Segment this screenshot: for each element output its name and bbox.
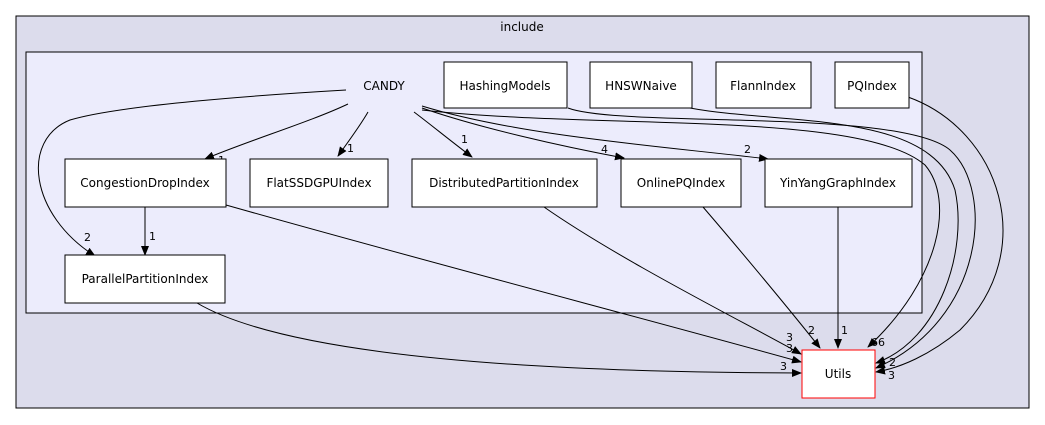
svg-text:Utils: Utils — [825, 367, 851, 381]
edge-congestion-utils — [225, 204, 802, 364]
edge-candy-yinyang — [421, 105, 769, 162]
node-online-pq-index[interactable]: OnlinePQIndex — [620, 158, 742, 208]
candy-cluster-label[interactable]: CANDY — [363, 79, 405, 93]
node-yinyang-graph-index[interactable]: YinYangGraphIndex — [764, 158, 913, 208]
svg-text:HNSWNaive: HNSWNaive — [605, 79, 677, 93]
edge-hnswnaive-utils — [689, 107, 959, 364]
node-flat-ssd-gpu-index[interactable]: FlatSSDGPUIndex — [249, 158, 389, 208]
edge-label-candy-utils: 66 — [871, 336, 885, 349]
edge-candy-flatssd — [337, 111, 369, 157]
node-parallel-partition-index[interactable]: ParallelPartitionIndex — [64, 254, 226, 304]
svg-text:CongestionDropIndex: CongestionDropIndex — [80, 176, 209, 190]
edge-label-congestion-parallel: 1 — [149, 230, 156, 243]
edge-label-candy-onlinepq: 4 — [601, 143, 608, 156]
edge-distributed-utils — [543, 206, 802, 355]
edge-parallel-utils — [196, 302, 802, 377]
svg-text:FlatSSDGPUIndex: FlatSSDGPUIndex — [266, 176, 371, 190]
edge-label-candy-yinyang: 2 — [744, 143, 751, 156]
edge-label-candy-distributed: 1 — [461, 133, 468, 146]
node-hashing-models[interactable]: HashingModels — [443, 61, 568, 109]
edge-candy-congestion — [204, 103, 349, 160]
edge-candy-distributed — [413, 111, 473, 158]
edge-label-candy-flatssd: 1 — [347, 142, 354, 155]
node-flann-index[interactable]: FlannIndex — [715, 61, 812, 109]
svg-text:YinYangGraphIndex: YinYangGraphIndex — [779, 176, 896, 190]
edge-candy-parallel — [37, 89, 347, 257]
edge-hashing-utils — [567, 107, 976, 369]
svg-text:OnlinePQIndex: OnlinePQIndex — [637, 176, 725, 190]
edge-candy-utils — [421, 109, 941, 348]
include-cluster-label[interactable]: include — [500, 20, 543, 34]
edge-label-candy-parallel: 2 — [84, 231, 91, 244]
edge-label-parallel-utils: 3 — [780, 360, 787, 373]
edge-label-onlinepq-utils: 2 — [808, 324, 815, 337]
node-pq-index[interactable]: PQIndex — [834, 61, 910, 109]
edge-label-distributed-utils: 3 — [786, 331, 793, 344]
edge-label-congestion-utils: 3 — [786, 342, 793, 355]
edge-label-yinyang-utils: 1 — [841, 324, 848, 337]
edge-pq-utils — [875, 96, 1004, 375]
edge-candy-onlinepq — [421, 107, 625, 161]
node-hnsw-naive[interactable]: HNSWNaive — [589, 61, 693, 109]
edge-onlinepq-utils — [702, 206, 821, 349]
edge-label-hashing-utils: 2 — [889, 356, 896, 369]
node-distributed-partition-index[interactable]: DistributedPartitionIndex — [411, 158, 598, 208]
node-utils[interactable]: Utils — [801, 349, 876, 399]
edge-label-pq-utils: 3 — [888, 369, 895, 382]
svg-text:DistributedPartitionIndex: DistributedPartitionIndex — [429, 176, 579, 190]
svg-text:HashingModels: HashingModels — [459, 79, 550, 93]
svg-text:FlannIndex: FlannIndex — [730, 79, 796, 93]
node-congestion-drop-index[interactable]: CongestionDropIndex — [64, 158, 227, 208]
svg-text:ParallelPartitionIndex: ParallelPartitionIndex — [82, 272, 209, 286]
edges: 1 1 1 4 2 2 1 66 2 3 3 2 — [37, 89, 1004, 382]
svg-text:PQIndex: PQIndex — [847, 79, 897, 93]
